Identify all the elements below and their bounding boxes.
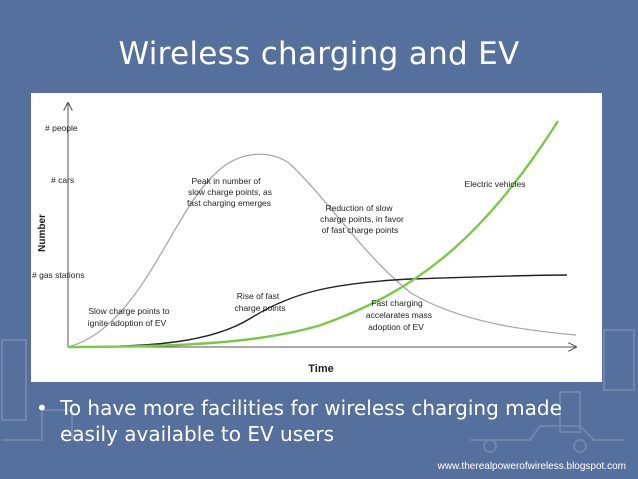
y-label-cars: # cars [51,175,74,185]
bullet-marker: • [36,396,48,420]
annotation-peak-2: slow charge points, as [188,187,272,197]
bullet-text: To have more facilities for wireless cha… [60,396,562,446]
annotation-slow-charge-2: ignite adoption of EV [88,318,167,328]
annotation-reduction-3: of fast charge points [322,225,399,235]
ev-charging-diagram: Number Time # people # cars # gas statio… [32,93,602,375]
annotation-peak-3: fast charging emerges [187,198,271,208]
annotation-rise-fast-2: charge points [234,303,285,313]
slow-charge-points-curve [67,153,577,348]
electric-vehicles-curve [67,120,560,349]
source-url[interactable]: www.therealpowerofwireless.blogspot.com [437,461,626,472]
fast-charge-points-curve [67,274,568,348]
annotation-slow-charge-1: Slow charge points to [88,306,170,316]
y-label-people: # people [45,123,78,133]
annotation-fast-charging-3: adoption of EV [368,322,424,332]
slide-title: Wireless charging and EV [118,36,520,72]
annotation-reduction-1: Reduction of slow [325,203,393,213]
annotation-fast-charging-1: Fast charging [371,298,423,308]
y-axis-title: Number [37,214,48,252]
y-label-gas-stations: # gas stations [32,270,84,280]
x-axis-title: Time [308,363,333,375]
bullet-list: • To have more facilities for wireless c… [36,395,626,447]
annotation-peak-1: Peak in number of [192,176,262,186]
diagram-panel: Number Time # people # cars # gas statio… [31,93,602,382]
annotation-reduction-2: charge points, in favor [320,214,404,224]
annotation-fast-charging-2: accelarates mass [366,310,432,320]
annotation-electric-vehicles: Electric vehicles [465,179,526,189]
annotation-rise-fast-1: Rise of fast [237,291,280,301]
